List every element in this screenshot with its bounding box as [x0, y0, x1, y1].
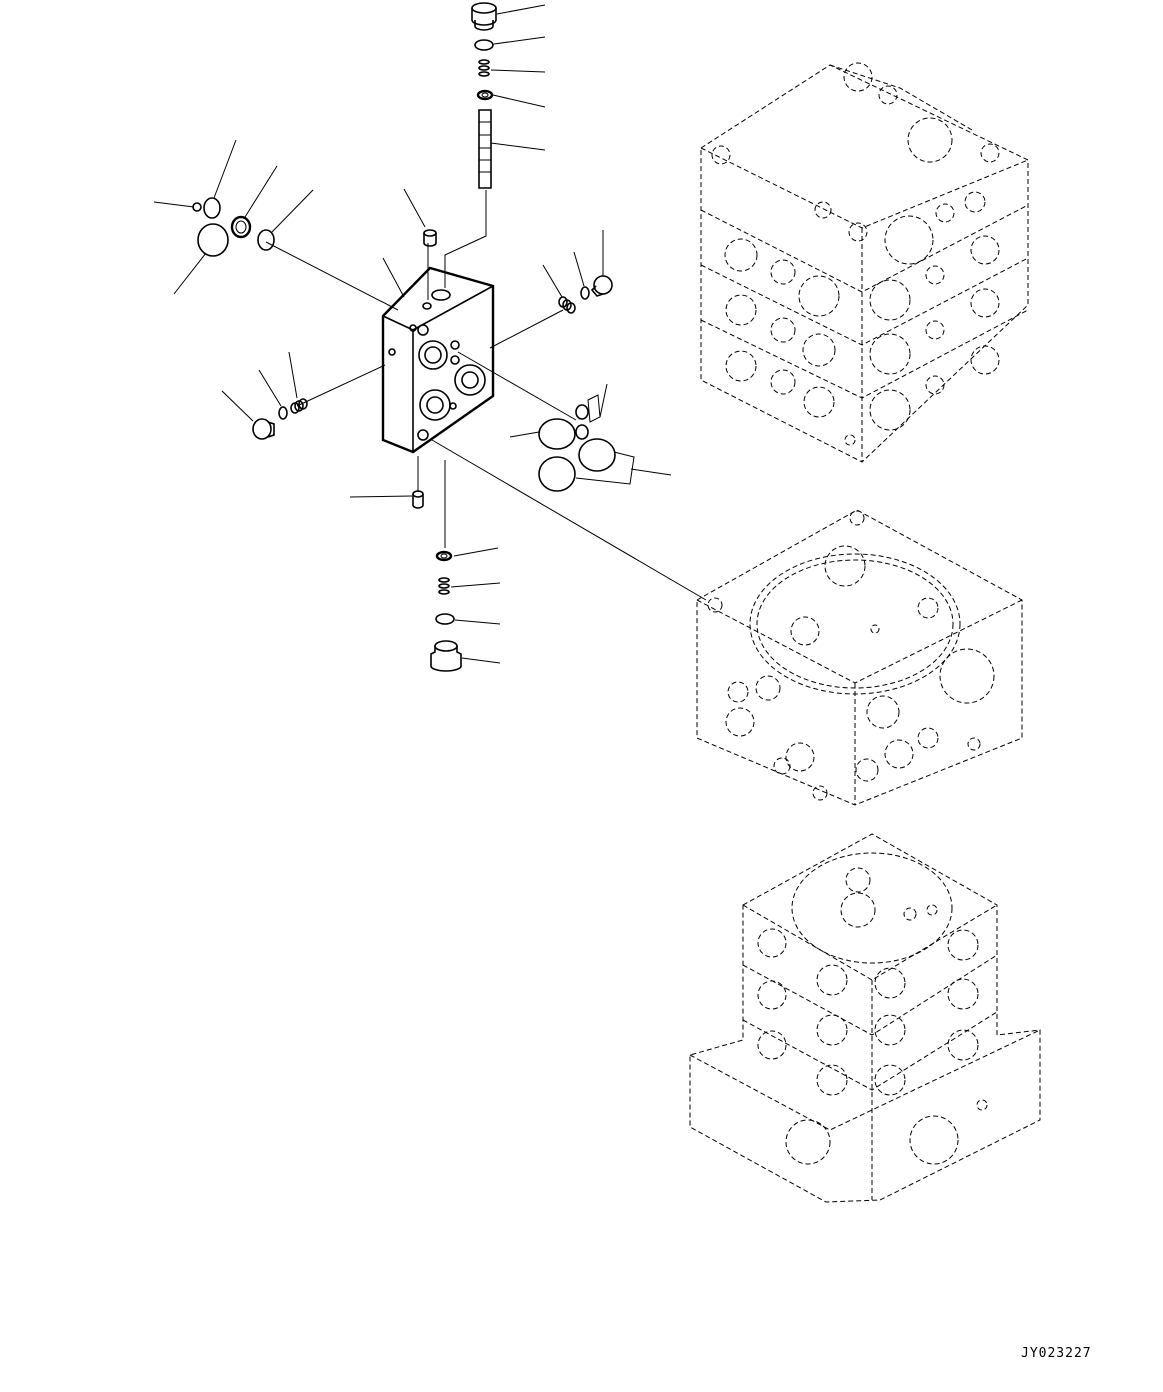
bottom-parts-stack [430, 547, 501, 672]
o-ring-bottom [435, 613, 455, 625]
top-parts-stack [471, 2, 546, 189]
plug-top [471, 2, 497, 31]
spool [478, 109, 492, 189]
plug-bottom [430, 640, 462, 672]
left-side-plugs [221, 351, 308, 440]
spring-top [478, 59, 490, 77]
small-plug-bottom [349, 490, 424, 509]
backup-ring-top [476, 89, 494, 101]
spring-left [290, 398, 308, 414]
valve-section-block [381, 266, 495, 454]
lower-valve-stack [689, 833, 1041, 1203]
middle-valve-body [696, 509, 1023, 806]
backup-ring-left [230, 215, 252, 239]
right-side-plugs [542, 230, 613, 314]
o-ring-top [474, 39, 494, 51]
o-ring-right [580, 286, 590, 300]
spring-right [558, 296, 576, 314]
plug-right [590, 275, 613, 297]
right-o-ring-group [509, 383, 672, 492]
plug-left [252, 418, 275, 440]
small-plug-top [403, 188, 437, 247]
o-ring-left [278, 406, 288, 420]
upper-valve-stack [700, 62, 1029, 463]
spring-bottom [438, 577, 450, 595]
assembly-lines [265, 190, 707, 601]
drawing-id-code: JY023227 [1021, 1346, 1092, 1361]
backup-ring-bottom [435, 550, 453, 562]
upper-left-seals [153, 139, 405, 298]
